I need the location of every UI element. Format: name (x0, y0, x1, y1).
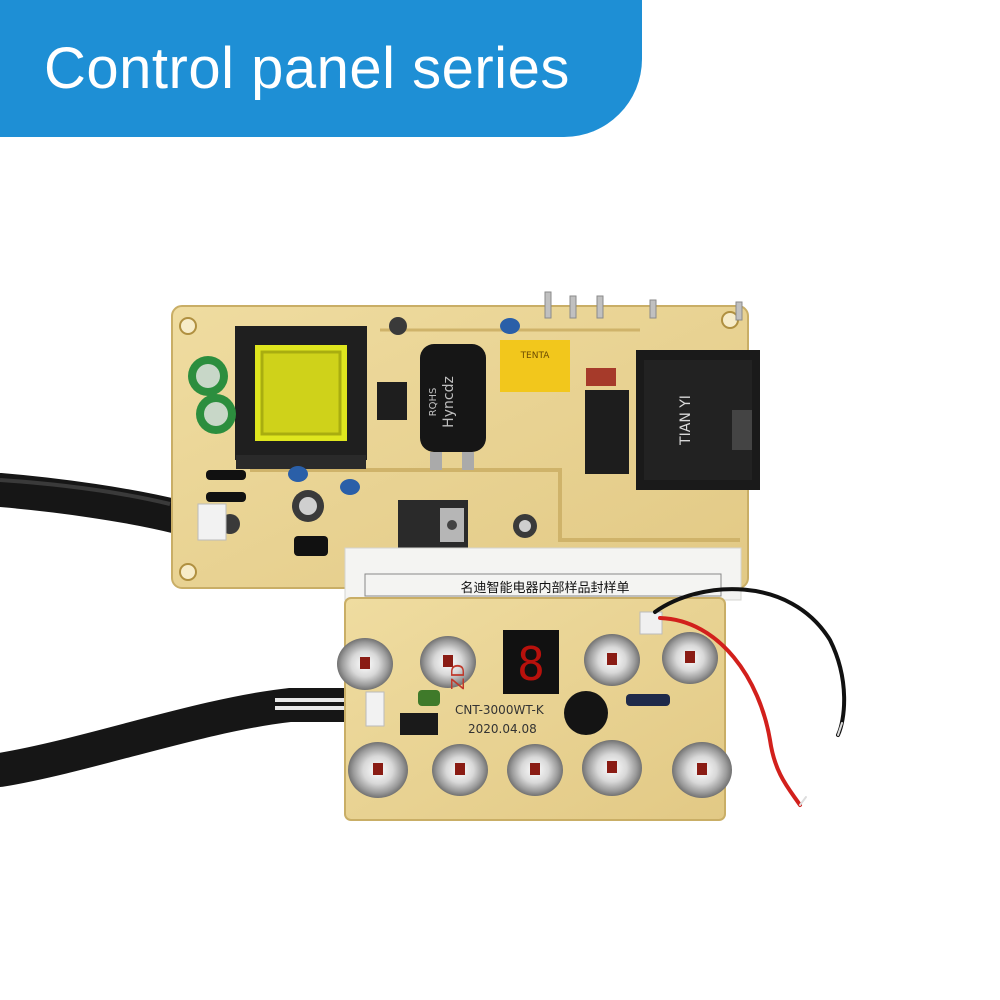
transistor (400, 713, 438, 735)
red-component (586, 368, 616, 386)
resistor (626, 694, 670, 706)
ic-chip (377, 382, 407, 420)
control-cable (0, 688, 387, 787)
film-capacitor: TENTA (500, 340, 570, 392)
power-cable (0, 473, 195, 534)
small-relay (585, 390, 629, 474)
led-indicator (360, 651, 707, 775)
sample-label-sheet: 名迪智能电器内部样品封样单 (344, 547, 742, 601)
display-digit: 8 (517, 637, 545, 691)
blue-capacitor (288, 318, 520, 495)
title-banner: Control panel series (0, 0, 642, 137)
power-board: Hyncdz RQHS TENTA TIAN YI (171, 291, 760, 589)
board-model: CNT-3000WT-K (455, 703, 545, 717)
control-board: 8 CNT-3000WT-K 2020.04.08 ZD (337, 597, 732, 821)
control-connector (365, 691, 385, 727)
film-capacitor-brand: TENTA (520, 351, 551, 361)
buzzer (564, 691, 608, 735)
main-relay: TIAN YI (636, 350, 760, 490)
diode (206, 470, 328, 556)
banner-title: Control panel series (44, 36, 570, 101)
sample-label-text: 名迪智能电器内部样品封样单 (460, 580, 629, 596)
capacitor-brand: Hyncdz (441, 376, 457, 428)
board-date: 2020.04.08 (468, 722, 537, 736)
buzzer-wires (653, 587, 847, 807)
green-film-capacitor (418, 690, 440, 706)
relay-brand: TIAN YI (678, 395, 694, 446)
green-capacitor (188, 356, 236, 434)
capacitor-marking: RQHS (428, 388, 439, 417)
connector-pins (544, 291, 743, 321)
black-capacitor: Hyncdz RQHS (420, 344, 486, 470)
board-logo: ZD (448, 664, 469, 690)
transformer (235, 326, 367, 469)
seven-segment-display: 8 (503, 630, 559, 694)
buzzer-connector (639, 611, 663, 635)
product-photo: Hyncdz RQHS TENTA TIAN YI (0, 291, 847, 821)
voltage-regulator (398, 500, 468, 550)
cable-connector (197, 503, 227, 541)
